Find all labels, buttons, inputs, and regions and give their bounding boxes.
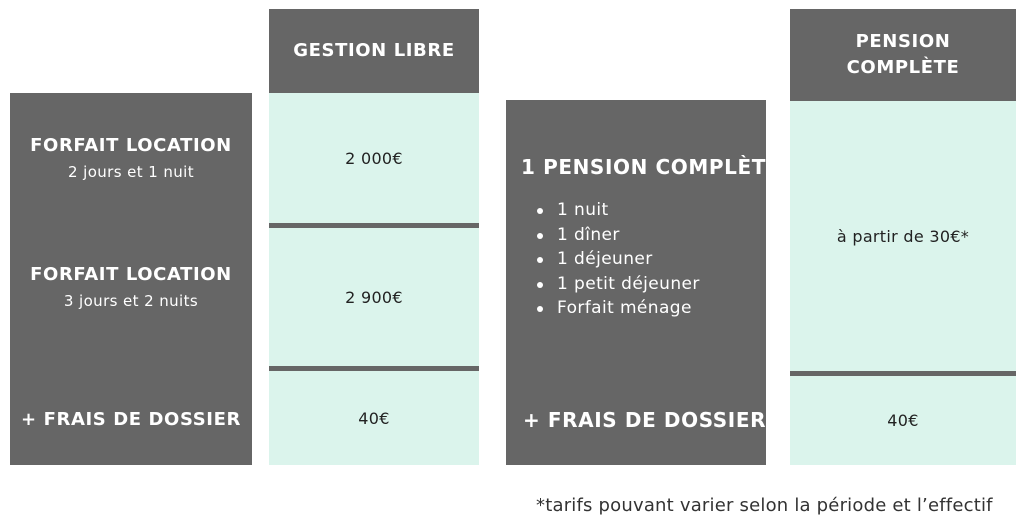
- price-1-value: 2 000€: [345, 148, 403, 168]
- price-3-value: 40€: [358, 408, 390, 428]
- table1-price-3: 40€: [269, 371, 479, 465]
- package-items-list: 1 nuit 1 dîner 1 déjeuner 1 petit déjeun…: [529, 198, 700, 321]
- list-item: 1 dîner: [529, 223, 700, 248]
- table2-header: PENSION COMPLÈTE: [790, 9, 1016, 101]
- row-label-2: FORFAIT LOCATION 3 jours et 2 nuits: [10, 254, 252, 318]
- footnote: *tarifs pouvant varier selon la période …: [536, 495, 993, 516]
- list-item: 1 nuit: [529, 198, 700, 223]
- row-label-2-title: FORFAIT LOCATION: [30, 264, 232, 285]
- price-2-value: 2 900€: [345, 287, 403, 307]
- table2-price-main: à partir de 30€*: [790, 101, 1016, 371]
- package-price-value: à partir de 30€*: [836, 226, 970, 246]
- fees-price-value: 40€: [887, 411, 919, 430]
- package-title: 1 PENSION COMPLÈTE: [521, 155, 781, 179]
- row-label-1-subtitle: 2 jours et 1 nuit: [68, 163, 194, 181]
- table2-price-fees: 40€: [790, 376, 1016, 465]
- table1-header-label: GESTION LIBRE: [293, 40, 455, 61]
- table1-price-2: 2 900€: [269, 228, 479, 366]
- row-label-2-subtitle: 3 jours et 2 nuits: [63, 292, 199, 310]
- table2-header-line2: COMPLÈTE: [846, 57, 960, 78]
- table2-package-card: 1 PENSION COMPLÈTE 1 nuit 1 dîner 1 déje…: [506, 100, 780, 465]
- row-label-3: + FRAIS DE DOSSIER: [10, 401, 252, 439]
- list-item: Forfait ménage: [529, 296, 700, 321]
- table1-row-labels: FORFAIT LOCATION 2 jours et 1 nuit FORFA…: [10, 93, 252, 465]
- row-label-1-title: FORFAIT LOCATION: [30, 135, 232, 156]
- table2-divider: [790, 371, 1016, 376]
- package-fees-label: + FRAIS DE DOSSIER: [523, 408, 767, 432]
- table1-header: GESTION LIBRE: [269, 9, 479, 93]
- table1-divider-1: [269, 223, 479, 228]
- list-item: 1 petit déjeuner: [529, 272, 700, 297]
- table1-price-1: 2 000€: [269, 93, 479, 223]
- row-label-3-title: + FRAIS DE DOSSIER: [21, 409, 241, 430]
- list-item: 1 déjeuner: [529, 247, 700, 272]
- table2-header-line1: PENSION: [855, 31, 951, 52]
- table1-divider-2: [269, 366, 479, 371]
- row-label-1: FORFAIT LOCATION 2 jours et 1 nuit: [10, 125, 252, 189]
